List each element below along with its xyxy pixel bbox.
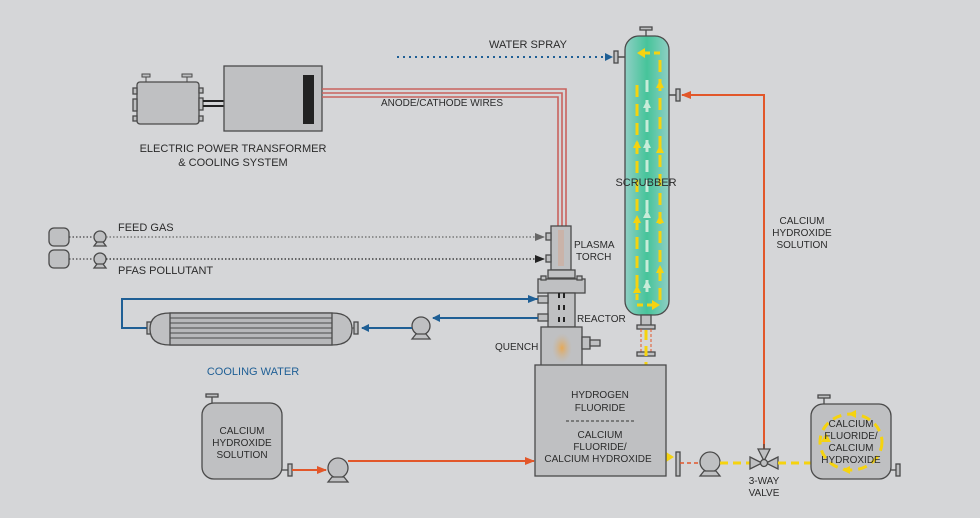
calcium-hydroxide-return-line <box>681 91 765 450</box>
hf-label-1: HYDROGEN <box>571 390 629 401</box>
tank-outlet-flange <box>675 451 681 477</box>
ca-oh-solution-label-3: SOLUTION <box>776 240 827 251</box>
caf-label-3: CALCIUM HYDROXIDE <box>544 454 652 465</box>
anode-cathode-wires <box>322 88 567 230</box>
transformer-label-2: & COOLING SYSTEM <box>178 157 287 169</box>
ca-oh-solution-label-2: HYDROXIDE <box>772 228 832 239</box>
neutralization-tank <box>534 364 667 477</box>
cooling-water-supply-line <box>121 298 538 329</box>
transformer-label-1: ELECTRIC POWER TRANSFORMER <box>140 143 327 155</box>
product-label-2: FLUORIDE/ <box>824 431 878 442</box>
ca-oh-solution-label-1: CALCIUM <box>779 216 824 227</box>
valve-label-2: VALVE <box>749 488 780 499</box>
water-spray-label: WATER SPRAY <box>489 39 568 51</box>
caf-label-2: FLUORIDE/ <box>573 442 627 453</box>
scrubber-label: SCRUBBER <box>615 177 676 189</box>
scrubber-flow-arrows <box>633 48 664 310</box>
pfas-pollutant-label: PFAS POLLUTANT <box>118 265 213 277</box>
three-way-valve[interactable] <box>749 444 779 471</box>
cooling-water-label: COOLING WATER <box>207 366 299 378</box>
product-label-3: CALCIUM <box>828 443 873 454</box>
quench <box>540 326 601 367</box>
quench-label: QUENCH <box>495 342 538 353</box>
pfas-pump <box>92 252 108 269</box>
ca-oh-pump <box>326 457 350 483</box>
calcium-fluoride-product-tank <box>810 394 901 480</box>
feed-gas-cylinder <box>48 227 70 247</box>
reactor <box>537 269 586 328</box>
plasma-torch-label-1: PLASMA <box>574 240 615 251</box>
product-pump <box>698 451 722 477</box>
reactor-label: REACTOR <box>577 314 626 325</box>
feed-gas-pump <box>92 230 108 247</box>
hf-label-2: FLUORIDE <box>575 403 626 414</box>
water-spray-nozzle <box>613 50 625 64</box>
plasma-torch-label-2: TORCH <box>576 252 611 263</box>
ca-oh-tank-label-2: HYDROXIDE <box>212 438 272 449</box>
feed-gas-label: FEED GAS <box>118 222 174 234</box>
heat-exchanger <box>146 312 359 346</box>
valve-label-1: 3-WAY <box>749 476 780 487</box>
electric-power-transformer <box>223 65 323 132</box>
product-label-4: HYDROXIDE <box>821 455 881 466</box>
ca-oh-tank-label-1: CALCIUM <box>219 426 264 437</box>
pfas-cylinder <box>48 249 70 269</box>
cooling-water-pump <box>410 316 432 340</box>
wires-label: ANODE/CATHODE WIRES <box>381 98 503 109</box>
ca-oh-tank-label-3: SOLUTION <box>216 450 267 461</box>
product-label-1: CALCIUM <box>828 419 873 430</box>
plasma-torch <box>545 225 572 271</box>
transformer-cooling-unit <box>132 73 224 125</box>
caf-label-1: CALCIUM <box>577 430 622 441</box>
